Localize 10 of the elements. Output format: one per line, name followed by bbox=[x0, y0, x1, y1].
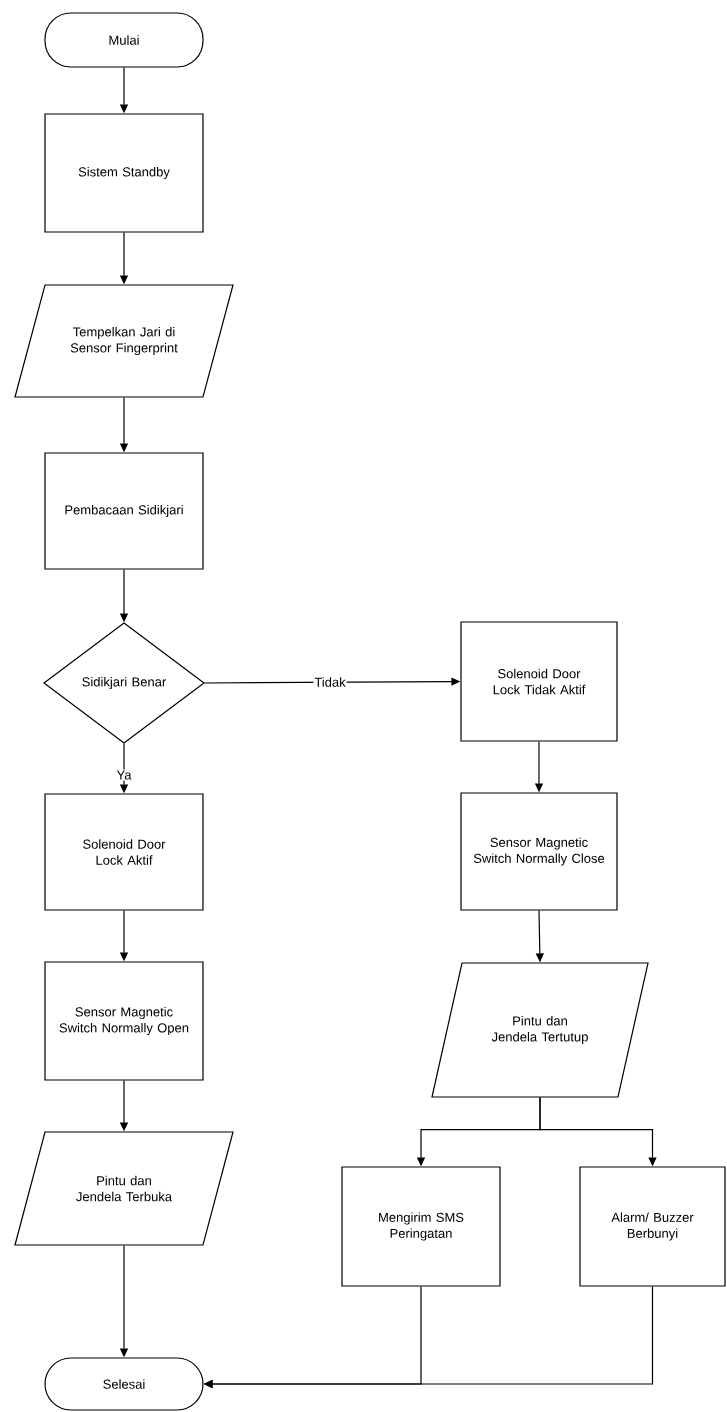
process-box: Solenoid Door Lock Aktif bbox=[44, 793, 204, 911]
process-box: Sistem Standby bbox=[44, 113, 204, 233]
process-box: Mengirim SMS Peringatan bbox=[341, 1166, 501, 1287]
process-box: Sensor Magnetic Switch Normally Close bbox=[460, 792, 618, 911]
edge-label: Ya bbox=[115, 769, 133, 781]
process-box: Alarm/ Buzzer Berbunyi bbox=[579, 1166, 726, 1287]
process-box: Sensor Magnetic Switch Normally Open bbox=[44, 961, 204, 1081]
edge-label: Tidak bbox=[313, 676, 347, 688]
process-box: Solenoid Door Lock Tidak Aktif bbox=[460, 621, 618, 742]
process-box: Pembacaan Sidikjari bbox=[44, 452, 204, 570]
